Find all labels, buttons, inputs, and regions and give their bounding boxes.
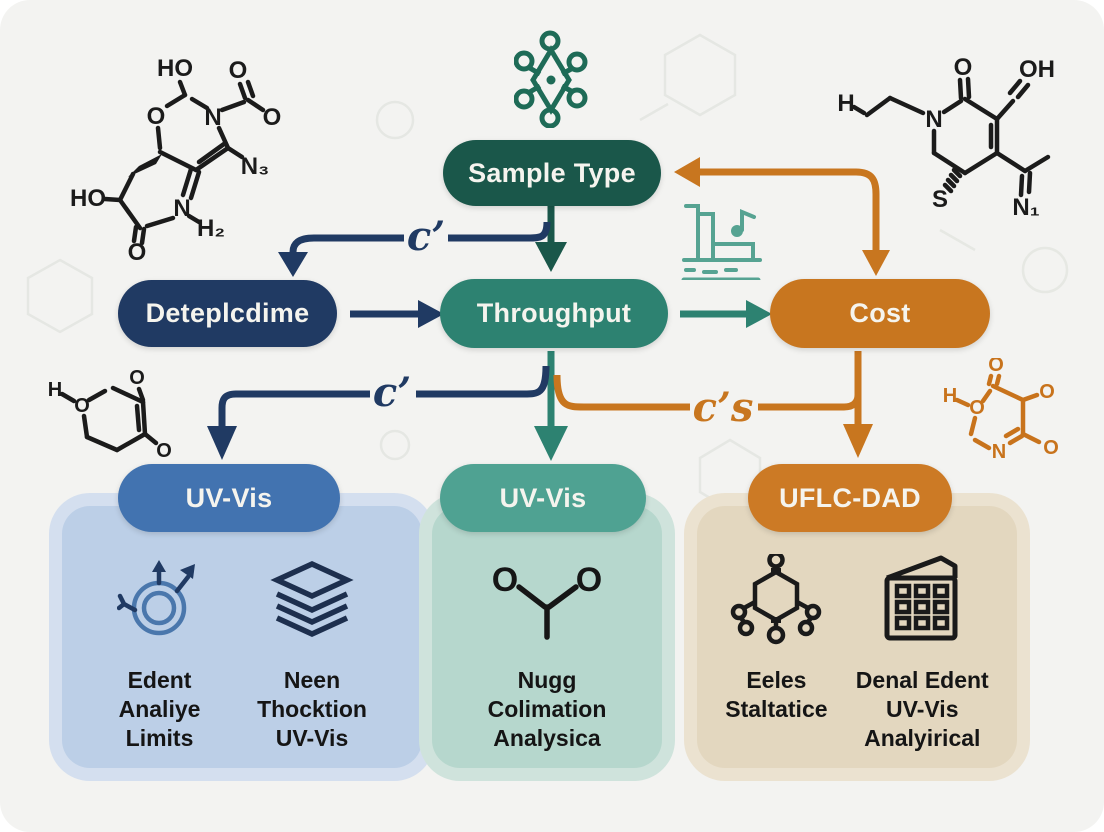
panel-item: Denal Edent UV-Vis Analyirical xyxy=(856,552,989,753)
svg-text:O: O xyxy=(575,561,601,599)
atom-label: N xyxy=(204,104,221,131)
panel-uvvis-teal: O O Nugg Colimation Analysica xyxy=(432,506,662,768)
node-sample-type-label: Sample Type xyxy=(468,157,636,188)
atom-label: H xyxy=(943,385,957,407)
atom-label: O xyxy=(156,440,172,462)
atom-label: H xyxy=(837,90,854,117)
panel-item: O O Nugg Colimation Analysica xyxy=(485,552,610,753)
chemical-structure-top-right: H N O OH S N₁ xyxy=(837,54,1055,221)
chemical-structure-mid-right: H O O O O N xyxy=(943,358,1059,463)
network-icon xyxy=(514,30,588,128)
atom-label: HO xyxy=(70,185,106,212)
panel-caption: Edent Analiye Limits xyxy=(118,667,201,751)
atom-label: O xyxy=(954,54,973,81)
atom-label: N xyxy=(992,441,1006,463)
atom-label: O xyxy=(263,104,282,131)
node-uvvis-blue: UV-Vis xyxy=(118,464,340,532)
atom-label: O xyxy=(74,395,90,417)
svg-text:O: O xyxy=(491,561,517,599)
node-detection-label: Deteplcdime xyxy=(145,298,310,328)
arrow-throughput-to-uvvis-blue: c’ xyxy=(207,365,550,460)
panel-uvvis-blue: Edent Analiye Limits Neen Thocktion xyxy=(62,506,422,768)
panel-uflc: Eeles Staltatice De xyxy=(697,506,1017,768)
node-uvvis-teal: UV-Vis xyxy=(440,464,646,532)
panel-item: Edent Analiye Limits xyxy=(117,552,202,753)
atom-label: O xyxy=(229,57,248,84)
atom-label: OH xyxy=(1019,56,1055,83)
layers-icon xyxy=(269,552,355,648)
arrow-sample-to-throughput xyxy=(535,206,567,272)
atom-label: O xyxy=(988,358,1004,376)
node-uflc-dad-label: UFLC-DAD xyxy=(779,482,921,513)
panel-item: Neen Thocktion UV-Vis xyxy=(257,552,367,753)
grid-calendar-icon xyxy=(877,552,967,648)
atom-label: O xyxy=(147,103,166,130)
panel-caption: Neen Thocktion UV-Vis xyxy=(257,667,367,751)
node-sample-type: Sample Type xyxy=(443,140,661,206)
arrow-throughput-to-cost xyxy=(680,300,772,328)
node-throughput: Throughput xyxy=(440,279,668,348)
target-arrows-icon xyxy=(117,552,202,648)
connector-glyph-orange: c’s xyxy=(693,384,754,431)
bar-chart-note-icon xyxy=(681,204,762,280)
atom-label: S xyxy=(932,186,948,213)
chemical-structure-top-left: HO O O N O N₃ N H₂ HO O xyxy=(70,55,282,266)
atom-label: HO xyxy=(157,55,193,82)
hexagon-molecule-icon xyxy=(728,552,824,648)
atom-label: N₁ xyxy=(1012,194,1039,221)
node-uflc-dad: UFLC-DAD xyxy=(748,464,952,532)
node-uvvis-teal-label: UV-Vis xyxy=(499,482,587,513)
y-molecule-icon: O O xyxy=(485,552,610,648)
atom-label: H₂ xyxy=(197,215,225,242)
atom-label: O xyxy=(1043,437,1059,459)
panel-caption: Eeles Staltatice xyxy=(725,667,828,722)
arrow-sample-to-detection: c’ xyxy=(278,213,551,277)
atom-label: O xyxy=(1039,381,1055,403)
atom-label: N xyxy=(173,195,190,222)
atom-label: H xyxy=(48,379,62,401)
atom-label: O xyxy=(128,239,147,266)
panel-caption: Nugg Colimation Analysica xyxy=(487,667,607,751)
panel-caption: Denal Edent UV-Vis Analyirical xyxy=(855,667,989,751)
atom-label: O xyxy=(969,397,985,419)
arrow-throughput-to-uvvis-teal xyxy=(534,351,568,461)
connector-glyph-mid: c’ xyxy=(373,369,411,416)
node-uvvis-blue-label: UV-Vis xyxy=(185,482,273,513)
atom-label: N₃ xyxy=(241,153,269,180)
arrow-cost-to-uflc: c’s xyxy=(553,351,873,458)
atom-label: O xyxy=(129,367,145,389)
connector-glyph-top: c’ xyxy=(407,213,445,260)
atom-label: N xyxy=(925,106,942,133)
node-cost: Cost xyxy=(770,279,990,348)
node-detection: Deteplcdime xyxy=(118,280,337,347)
node-cost-label: Cost xyxy=(849,298,911,328)
chemical-structure-mid-left: H O O O xyxy=(48,367,172,462)
arrow-detection-to-throughput xyxy=(350,300,444,328)
node-throughput-label: Throughput xyxy=(476,298,632,328)
panel-item: Eeles Staltatice xyxy=(725,552,828,724)
